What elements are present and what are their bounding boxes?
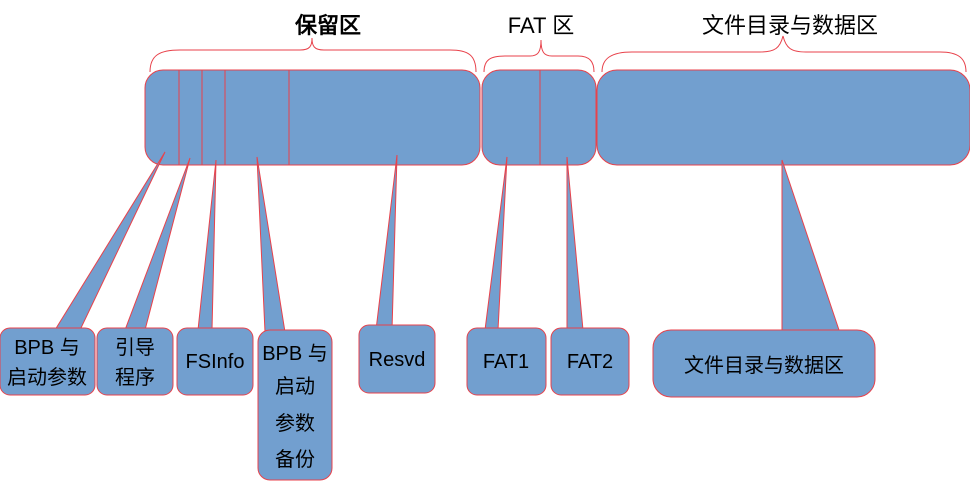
pointer-data bbox=[781, 159, 841, 334]
brace-reserved bbox=[149, 37, 477, 73]
callout-data-label: 文件目录与数据区 bbox=[684, 354, 844, 377]
callout-fat2 bbox=[550, 327, 630, 396]
callout-backup-line2: 启动 bbox=[275, 375, 315, 398]
callout-backup-line3: 参数 bbox=[275, 412, 315, 435]
callout-bpb-line2: 启动参数 bbox=[7, 366, 87, 389]
pointer-backup bbox=[256, 156, 286, 333]
callout-backup bbox=[257, 329, 333, 481]
callout-fat1 bbox=[466, 327, 547, 396]
reserved-region-bar bbox=[144, 69, 481, 166]
pointer-boot bbox=[124, 157, 191, 331]
callout-fat2-label: FAT2 bbox=[567, 351, 613, 373]
callout-fat1-label: FAT1 bbox=[483, 351, 529, 373]
callout-backup-line1: BPB 与 bbox=[262, 342, 328, 365]
callout-fsinfo bbox=[176, 327, 254, 396]
data-region-bar bbox=[596, 69, 970, 166]
callout-bpb bbox=[0, 327, 96, 396]
pointer-fat2 bbox=[566, 156, 584, 331]
pointer-resvd bbox=[375, 154, 398, 331]
callout-boot bbox=[96, 327, 174, 396]
callout-data bbox=[652, 329, 876, 398]
header-fat: FAT 区 bbox=[508, 13, 574, 38]
pointer-fsinfo bbox=[197, 159, 217, 331]
callout-bpb-line1: BPB 与 bbox=[14, 336, 80, 359]
brace-data bbox=[601, 35, 967, 73]
pointer-fat1 bbox=[484, 156, 508, 331]
header-reserved: 保留区 bbox=[294, 13, 361, 38]
callout-backup-line4: 备份 bbox=[275, 448, 315, 471]
callout-boot-line1: 引导 bbox=[115, 336, 155, 359]
brace-fat bbox=[483, 39, 595, 73]
header-data: 文件目录与数据区 bbox=[702, 13, 878, 38]
callout-boot-line2: 程序 bbox=[115, 366, 155, 389]
fat-region-bar bbox=[481, 69, 597, 166]
callout-resvd bbox=[358, 324, 436, 394]
callout-resvd-label: Resvd bbox=[369, 349, 426, 371]
callout-fsinfo-label: FSInfo bbox=[186, 351, 245, 373]
